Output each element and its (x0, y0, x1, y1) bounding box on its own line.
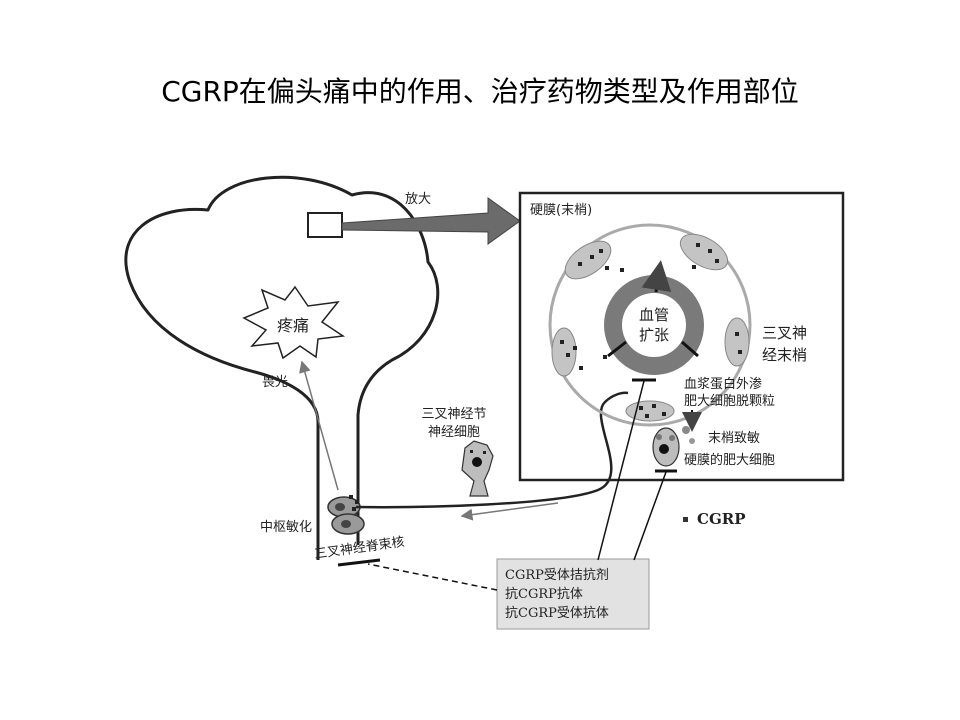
drug-line-nucleus (367, 563, 498, 591)
dura-zoom-box (518, 191, 845, 482)
drug-item: 抗CGRP受体抗体 (505, 606, 609, 621)
sensitization-label: 末梢致敏 (708, 431, 760, 446)
nerve-ending (564, 240, 612, 280)
ganglion-label-line2: 神经细胞 (428, 425, 480, 440)
vessel-label-line1: 血管 (639, 306, 669, 324)
mast-cell-label: 硬膜的肥大细胞 (684, 452, 775, 468)
magnify-label: 放大 (405, 192, 431, 207)
nerve-ending (679, 233, 729, 271)
mast-granule (689, 438, 695, 444)
trigeminal-ending-label-line1: 三叉神 (762, 324, 807, 342)
ganglion-label-line1: 三叉神经节 (421, 407, 486, 422)
cgrp-dot (483, 451, 486, 454)
nucleus-label: 三叉神经脊束核 (313, 535, 405, 563)
pain-label: 疼痛 (277, 316, 309, 335)
dilation-arrow-up (641, 260, 672, 293)
drug-item: CGRP受体拮抗剂 (505, 568, 609, 583)
trigeminal-ending-label-line2: 经末梢 (762, 346, 807, 364)
magnify-arrow (341, 197, 521, 245)
nucleus-blocker-bar (337, 558, 381, 567)
mast-granule (669, 435, 675, 441)
zoom-square (307, 212, 343, 238)
mast-cell-nucleus (659, 444, 669, 454)
page-title: CGRP在偏头痛中的作用、治疗药物类型及作用部位 (161, 75, 799, 108)
central-sensitization-label: 中枢敏化 (260, 520, 312, 535)
cgrp-dots-dura (560, 243, 742, 418)
trigeminal-nerve-fiber (355, 391, 629, 509)
dura-label: 硬膜(末梢) (530, 203, 592, 218)
drug-line-vessel (597, 380, 645, 561)
ganglion-neuron (461, 440, 494, 497)
drug-box (496, 558, 650, 630)
cgrp-dot (355, 500, 359, 504)
cgrp-dot (352, 507, 356, 511)
mast-degranulation-label: 肥大细胞脱颗粒 (684, 394, 775, 409)
mast-granule (656, 434, 662, 440)
transmission-arrow (460, 502, 559, 521)
nerve-ending (724, 317, 750, 367)
nucleus-cell-lower-core (341, 520, 351, 528)
drug-line-mast (633, 471, 667, 561)
drug-item: 抗CGRP抗体 (505, 587, 583, 602)
cgrp-dot (470, 450, 473, 453)
legend-cgrp-label: CGRP (697, 510, 746, 528)
legend-cgrp-dot (683, 517, 688, 522)
dilation-arrow-left (607, 340, 627, 358)
vessel-label-line2: 扩张 (639, 326, 669, 344)
dilation-arrow-right (681, 340, 699, 358)
nerve-ending (551, 327, 577, 377)
dura-ring (548, 223, 752, 427)
pain-starburst (242, 285, 346, 360)
vessel-lumen (622, 293, 686, 357)
mast-granule (682, 426, 690, 434)
cgrp-dot (349, 495, 353, 499)
ganglion-nucleus (472, 457, 482, 467)
photophobia-arrow (299, 360, 339, 491)
brain-outline (124, 175, 440, 560)
photophobia-label: 畏光 (262, 375, 288, 390)
plasma-extravasation-label: 血浆蛋白外渗 (684, 376, 762, 392)
nerve-ending (625, 400, 675, 422)
nucleus-cell-upper-core (335, 503, 345, 511)
